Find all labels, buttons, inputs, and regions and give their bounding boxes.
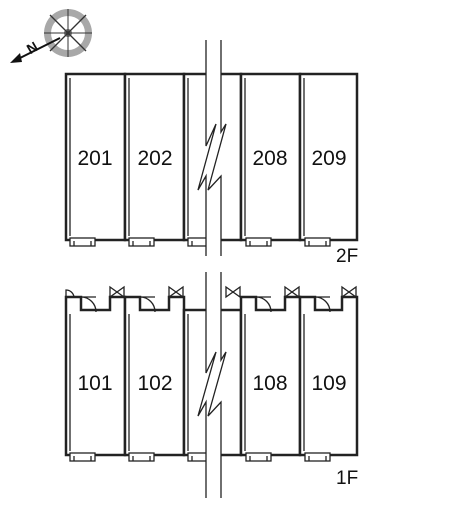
compass-rose-icon <box>10 9 92 63</box>
balcony <box>304 452 331 462</box>
break-band-1f <box>197 272 227 498</box>
balcony <box>128 452 155 462</box>
unit-number-109: 109 <box>311 372 346 395</box>
balcony <box>304 237 331 247</box>
unit-201 <box>64 72 127 242</box>
unit-number-208: 208 <box>252 147 287 170</box>
unit-number-101: 101 <box>77 372 112 395</box>
unit-number-108: 108 <box>252 372 287 395</box>
balcony <box>69 237 96 247</box>
balcony <box>128 237 155 247</box>
balcony <box>245 452 272 462</box>
unit-209 <box>298 72 359 242</box>
unit-number-102: 102 <box>137 372 172 395</box>
unit-number-202: 202 <box>137 147 172 170</box>
break-band-2f <box>197 40 227 256</box>
unit-number-209: 209 <box>311 147 346 170</box>
unit-number-201: 201 <box>77 147 112 170</box>
balcony <box>69 452 96 462</box>
floor-label-2f: 2F <box>336 246 358 267</box>
floor-label-1f: 1F <box>336 468 358 489</box>
balcony <box>245 237 272 247</box>
